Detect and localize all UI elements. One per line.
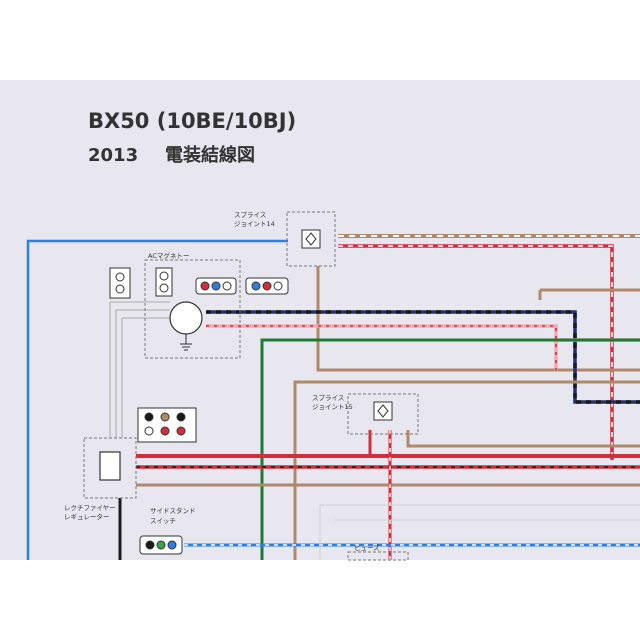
- brown-wire-mid: [293, 380, 640, 560]
- rectifier-box: [83, 437, 137, 499]
- brown-wire-splice14: [316, 266, 640, 372]
- black-blue-wire-stripe: [206, 310, 640, 404]
- magneto-connector-blue-red[interactable]: [245, 277, 289, 295]
- sidestand-label-line1: サイドスタンド: [150, 506, 196, 515]
- splice14-box: [286, 211, 336, 267]
- blue-wire: [26, 239, 288, 560]
- document-title: 電装結線図: [165, 144, 255, 166]
- splice15-box: [347, 393, 419, 435]
- rectifier-label-line1: レクチファイヤー: [64, 504, 116, 512]
- model-title: BX50 (10BE/10BJ): [88, 109, 296, 133]
- fuse-box: [347, 551, 409, 561]
- splice15-label-line2: ジョイント15: [312, 403, 353, 411]
- rectifier-body[interactable]: [99, 451, 121, 481]
- splice14-connector[interactable]: [301, 229, 321, 249]
- magneto-box: [144, 259, 241, 359]
- splice14-diamond-icon: [305, 232, 317, 246]
- rectifier-connector-a[interactable]: [109, 267, 131, 299]
- rectifier-connector-six-pin[interactable]: [137, 407, 197, 443]
- year-title: 2013: [88, 145, 138, 166]
- red-white-wire-top-stripe: [338, 245, 613, 460]
- brown-wire-splice15: [406, 430, 640, 448]
- gray-wires: [109, 301, 170, 438]
- background-outline: [319, 504, 640, 560]
- magneto-connector-red-blue[interactable]: [195, 277, 237, 295]
- magneto-connector-a[interactable]: [155, 267, 173, 297]
- magneto-label: ACマグネトー: [148, 251, 189, 260]
- sidestand-connector[interactable]: [139, 535, 183, 555]
- splice15-diamond-icon: [377, 404, 389, 418]
- splice15-label-line1: スプライス: [312, 394, 344, 402]
- sidestand-label-line2: スイッチ: [150, 517, 176, 525]
- magneto-generator-icon: [169, 301, 203, 335]
- brown-wire-right: [538, 288, 640, 300]
- rectifier-label-line2: レギュレーター: [64, 512, 109, 521]
- ground-icon: [180, 334, 192, 351]
- splice15-connector[interactable]: [373, 401, 393, 421]
- fuse-label: ヒューズ: [354, 543, 380, 552]
- splice14-label-line1: スプライス: [234, 211, 266, 219]
- green-wire: [260, 338, 640, 560]
- splice14-label-line2: ジョイント14: [234, 220, 275, 228]
